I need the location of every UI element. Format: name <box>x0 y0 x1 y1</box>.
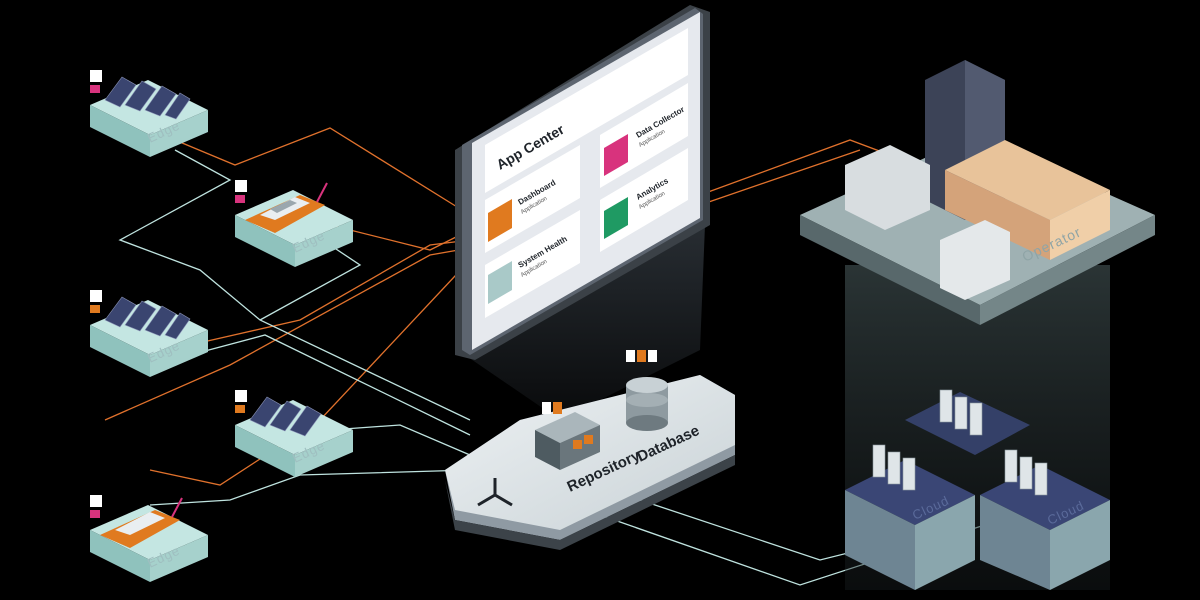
edge-site-5: Edge <box>90 495 208 582</box>
server-rack-icon <box>872 444 916 491</box>
edge-site-1: Edge <box>90 70 208 157</box>
edge-site-3: Edge <box>90 290 208 377</box>
app-card-dashboard[interactable]: Dashboard Application <box>485 145 580 253</box>
server-rack-icon <box>939 389 983 436</box>
cloud-block-left: Cloud <box>845 444 975 590</box>
edge-site-2: Edge <box>235 180 353 267</box>
ship-icon <box>245 182 328 233</box>
app-card-system-health[interactable]: System Health Application <box>485 210 580 318</box>
office-buildings <box>845 60 1110 300</box>
app-center-title-bar <box>485 28 688 193</box>
operator-platform: Operator <box>800 60 1155 325</box>
status-badges <box>542 350 657 414</box>
cube-icon <box>488 199 512 242</box>
hub-logo-icon <box>477 478 513 507</box>
cube-icon <box>604 134 628 176</box>
projection-beam <box>465 225 705 420</box>
signal-icon <box>90 70 102 82</box>
cloud-block-right: Cloud <box>980 449 1110 590</box>
cube-icon <box>604 197 628 239</box>
app-card-data-collector[interactable]: Data Collector Application <box>600 83 688 188</box>
repository-icon <box>535 412 600 470</box>
cube-icon <box>488 261 512 304</box>
central-hub: Repository Database <box>445 350 735 550</box>
app-center-screen: App Center Dashboard Application Data Co… <box>455 5 710 360</box>
cloud-block-back <box>905 389 1030 455</box>
database-icon <box>626 377 668 431</box>
ship-icon <box>100 497 183 548</box>
server-rack-icon <box>1004 449 1048 496</box>
app-card-analytics[interactable]: Analytics Application <box>600 148 688 252</box>
edge-site-4: Edge <box>235 390 353 477</box>
operator-site: Cloud Cloud <box>800 60 1155 590</box>
